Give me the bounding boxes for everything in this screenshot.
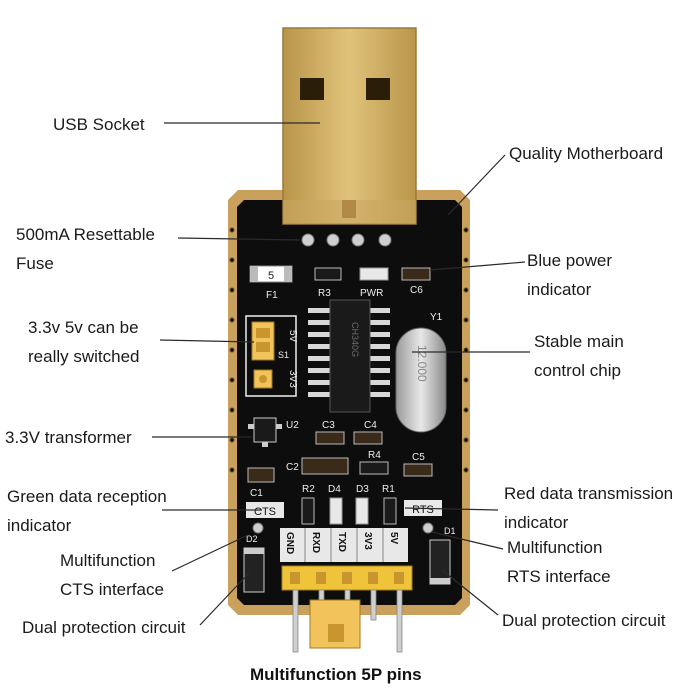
- regulator-u2: [253, 417, 277, 443]
- label-main-chip: Stable main control chip: [534, 332, 624, 380]
- silk-u2: U2: [286, 420, 299, 431]
- pin-txd: TXD: [336, 532, 347, 552]
- label-cts-interface: Multifunction CTS interface: [60, 551, 164, 599]
- main-chip: [329, 299, 371, 413]
- silk-c1: C1: [250, 488, 263, 499]
- main-chip-pins: [308, 308, 390, 397]
- led-d3: [355, 497, 369, 525]
- switch-frame: [245, 315, 297, 397]
- cap-c4: [353, 431, 383, 445]
- cts-pad-label: [246, 502, 284, 518]
- fuse-code: 5: [268, 270, 274, 282]
- resistor-r3: [314, 267, 342, 281]
- label-33v-transformer: 3.3V transformer: [5, 428, 132, 447]
- silk-d1: D1: [444, 526, 456, 536]
- silk-r4: R4: [368, 450, 381, 461]
- silk-sw-3v3: 3V3: [287, 370, 298, 388]
- silk-d3: D3: [356, 484, 369, 495]
- label-pins-title: Multifunction 5P pins: [250, 665, 422, 684]
- label-quality-motherboard: Quality Motherboard: [509, 144, 664, 163]
- edge-vias: [229, 227, 469, 473]
- label-blue-power-indicator: Blue power indicator: [527, 251, 613, 299]
- resistor-r1: [383, 497, 397, 525]
- silk-c4: C4: [364, 420, 377, 431]
- label-rts-interface: Multifunction RTS interface: [507, 538, 611, 586]
- silk-c6: C6: [410, 285, 423, 296]
- usb-plug: [282, 27, 417, 225]
- cap-c2: [301, 457, 349, 475]
- label-protection-left: Dual protection circuit: [22, 618, 186, 637]
- cap-c6: [401, 267, 431, 281]
- silk-pwr: PWR: [360, 288, 383, 299]
- diode-d2: [243, 547, 265, 593]
- label-red-tx-indicator: Red data transmission indicator: [504, 484, 674, 532]
- pin-5v: 5V: [388, 532, 399, 545]
- crystal-y1: [395, 327, 447, 433]
- leader-lines: [152, 122, 530, 626]
- silk-c2: C2: [286, 462, 299, 473]
- silk-sw-5v: 5V: [287, 330, 298, 343]
- label-green-rx-indicator: Green data reception indicator: [7, 487, 167, 535]
- label-resettable-fuse: 500mA Resettable Fuse: [16, 225, 155, 273]
- silk-s1: S1: [278, 350, 289, 360]
- pin-label-box: [280, 528, 408, 562]
- silk-d2: D2: [246, 534, 258, 544]
- silk-y1: Y1: [430, 312, 443, 323]
- silk-rts: RTS: [412, 504, 434, 516]
- pin-rxd: RXD: [310, 532, 321, 553]
- silk-f1: F1: [266, 290, 278, 301]
- chip-marking: CH340G: [350, 322, 360, 357]
- silk-r3: R3: [318, 288, 331, 299]
- pin-3v3: 3V3: [362, 532, 373, 550]
- led-d4: [329, 497, 343, 525]
- silk-cts: CTS: [254, 506, 276, 518]
- usb-plug-hole-left: [300, 78, 324, 100]
- silk-d4: D4: [328, 484, 341, 495]
- label-switch-33v-5v: 3.3v 5v can be really switched: [28, 318, 140, 366]
- silk-r2: R2: [302, 484, 315, 495]
- silk-c5: C5: [412, 452, 425, 463]
- label-protection-right: Dual protection circuit: [502, 611, 666, 630]
- label-usb-socket: USB Socket: [53, 115, 145, 134]
- resistor-r2: [301, 497, 315, 525]
- cap-c3: [315, 431, 345, 445]
- diode-d1: [429, 539, 451, 585]
- usb-solder-pads: [301, 233, 392, 247]
- cap-c5: [403, 463, 433, 477]
- usb-plug-hole-right: [366, 78, 390, 100]
- silk-c3: C3: [322, 420, 335, 431]
- silk-r1: R1: [382, 484, 395, 495]
- crystal-marking: 12.000: [415, 345, 429, 382]
- pin-gnd: GND: [284, 532, 295, 554]
- resistor-r4: [359, 461, 389, 475]
- cap-c1: [247, 467, 275, 483]
- led-pwr: [359, 267, 389, 281]
- jumper-cap: [251, 321, 275, 361]
